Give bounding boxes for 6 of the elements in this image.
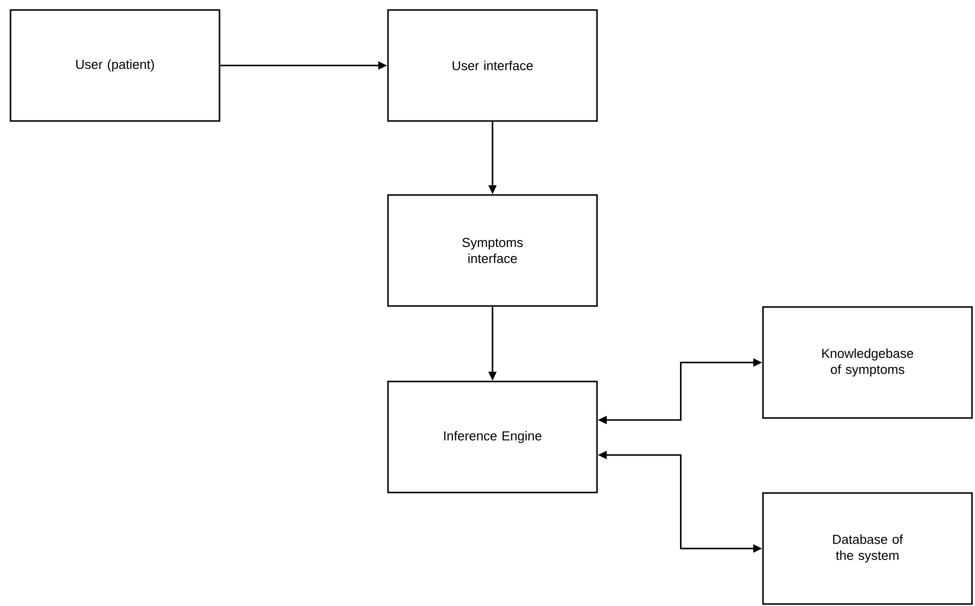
process-box: Database of the system <box>762 492 973 605</box>
process-box: Knowledgebase of symptoms <box>762 306 973 419</box>
process-box: User interface <box>387 9 598 122</box>
process-box: Inference Engine <box>387 380 598 494</box>
process-box: Symptoms interface <box>387 194 598 307</box>
process-box: User (patient) <box>10 9 220 122</box>
